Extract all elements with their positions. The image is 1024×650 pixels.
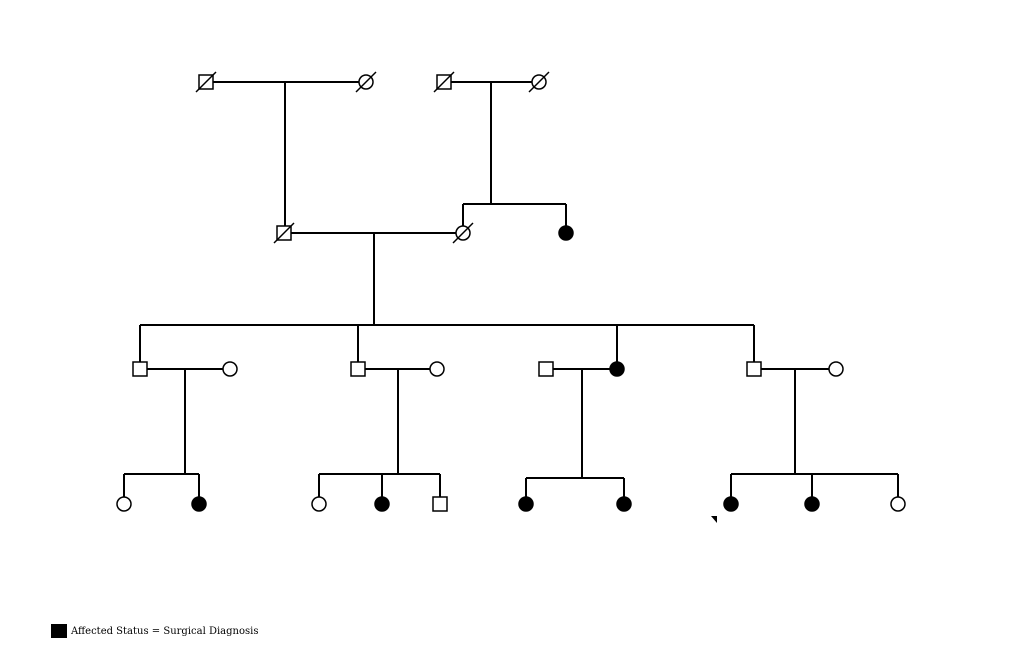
- male-unaffected-symbol: [433, 71, 455, 93]
- legend-label: Affected Status = Surgical Diagnosis: [71, 625, 259, 637]
- legend-affected-swatch: [51, 624, 67, 638]
- female-affected-symbol: [191, 496, 207, 512]
- female-affected-symbol: [518, 496, 534, 512]
- female-affected-symbol: [609, 361, 625, 377]
- female-affected-symbol: [711, 496, 739, 523]
- deceased-slash: [273, 222, 295, 244]
- female-unaffected-symbol: [528, 71, 550, 93]
- deceased-slash: [433, 71, 455, 93]
- male-unaffected-symbol: [273, 222, 295, 244]
- female-unaffected-symbol: [828, 361, 844, 377]
- deceased-slash: [195, 71, 217, 93]
- deceased-slash: [452, 222, 474, 244]
- female-unaffected-symbol: [355, 71, 377, 93]
- male-unaffected-symbol: [132, 361, 148, 377]
- male-unaffected-symbol: [350, 361, 366, 377]
- female-unaffected-symbol: [311, 496, 327, 512]
- female-unaffected-symbol: [452, 222, 474, 244]
- female-unaffected-symbol: [116, 496, 132, 512]
- male-unaffected-symbol: [432, 496, 448, 512]
- male-unaffected-symbol: [195, 71, 217, 93]
- female-unaffected-symbol: [222, 361, 238, 377]
- female-affected-symbol: [558, 225, 574, 241]
- female-affected-symbol: [804, 496, 820, 512]
- male-unaffected-symbol: [538, 361, 554, 377]
- female-affected-symbol: [374, 496, 390, 512]
- female-unaffected-symbol: [429, 361, 445, 377]
- male-unaffected-symbol: [746, 361, 762, 377]
- proband-arrow-icon: [711, 516, 717, 523]
- legend: Affected Status = Surgical Diagnosis: [51, 624, 258, 638]
- deceased-slash: [528, 71, 550, 93]
- female-unaffected-symbol: [890, 496, 906, 512]
- deceased-slash: [355, 71, 377, 93]
- female-affected-symbol: [616, 496, 632, 512]
